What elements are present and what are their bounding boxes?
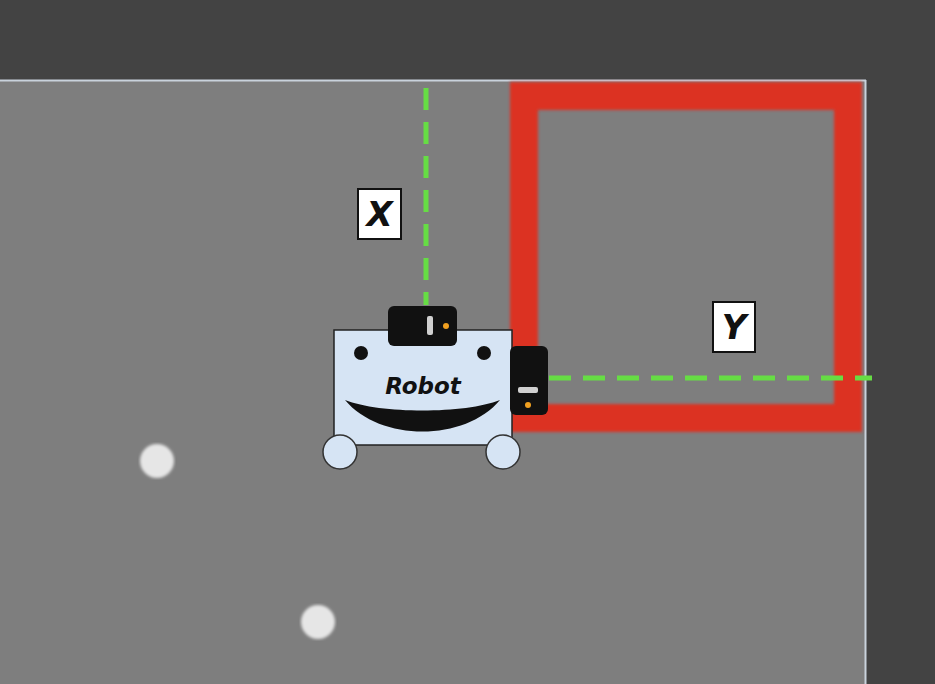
dimension-tag: Y (712, 301, 756, 353)
sensor-led (525, 402, 531, 408)
sensor-window (427, 316, 433, 335)
field-edge (0, 80, 866, 82)
distance-line (549, 376, 872, 381)
sensor-led (443, 323, 449, 329)
field-edge (865, 80, 867, 684)
distance-sensor (510, 346, 548, 415)
robot-body: Robot (334, 330, 512, 445)
robot-eye (354, 346, 368, 360)
dimension-letter: X (366, 194, 392, 234)
robot-smile (345, 400, 500, 432)
dimension-letter: Y (722, 307, 747, 347)
robot-wheel (323, 435, 357, 469)
red-zone (524, 96, 848, 418)
distance-line (424, 88, 429, 305)
field-floor (0, 80, 866, 684)
robot-label: Robot (385, 372, 461, 400)
ball (140, 444, 174, 478)
robot-eye (477, 346, 491, 360)
robot-wheel (486, 435, 520, 469)
dimension-tag: X (357, 188, 402, 240)
robot-chassis (334, 330, 512, 445)
sensor-window (518, 387, 538, 393)
distance-sensor (388, 306, 457, 346)
ball (301, 605, 335, 639)
